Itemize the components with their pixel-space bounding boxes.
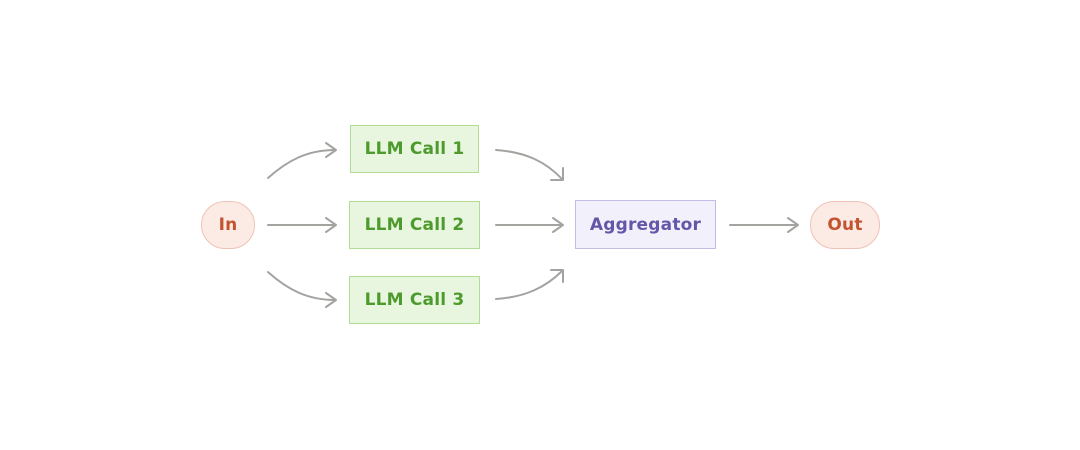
arrow-in-to-llm-call-2 [267, 217, 337, 233]
llm-call-3-label: LLM Call 3 [364, 290, 465, 310]
llm-call-1-node: LLM Call 1 [350, 125, 479, 173]
arrow-in-to-llm-call-1 [267, 142, 337, 179]
output-node-label: Out [827, 215, 863, 235]
aggregator-node: Aggregator [575, 200, 716, 249]
input-node: In [201, 201, 255, 249]
llm-call-2-label: LLM Call 2 [364, 215, 465, 235]
aggregator-label: Aggregator [589, 214, 702, 235]
llm-call-2-node: LLM Call 2 [349, 201, 480, 249]
arrow-llm-call-1-to-aggregator [495, 149, 564, 181]
arrow-aggregator-to-out [729, 217, 799, 233]
output-node: Out [810, 201, 880, 249]
input-node-label: In [218, 215, 238, 235]
llm-call-1-label: LLM Call 1 [364, 139, 465, 159]
arrow-llm-call-2-to-aggregator [495, 217, 564, 233]
arrow-in-to-llm-call-3 [267, 271, 337, 308]
arrow-llm-call-3-to-aggregator [495, 269, 564, 300]
llm-call-3-node: LLM Call 3 [349, 276, 480, 324]
